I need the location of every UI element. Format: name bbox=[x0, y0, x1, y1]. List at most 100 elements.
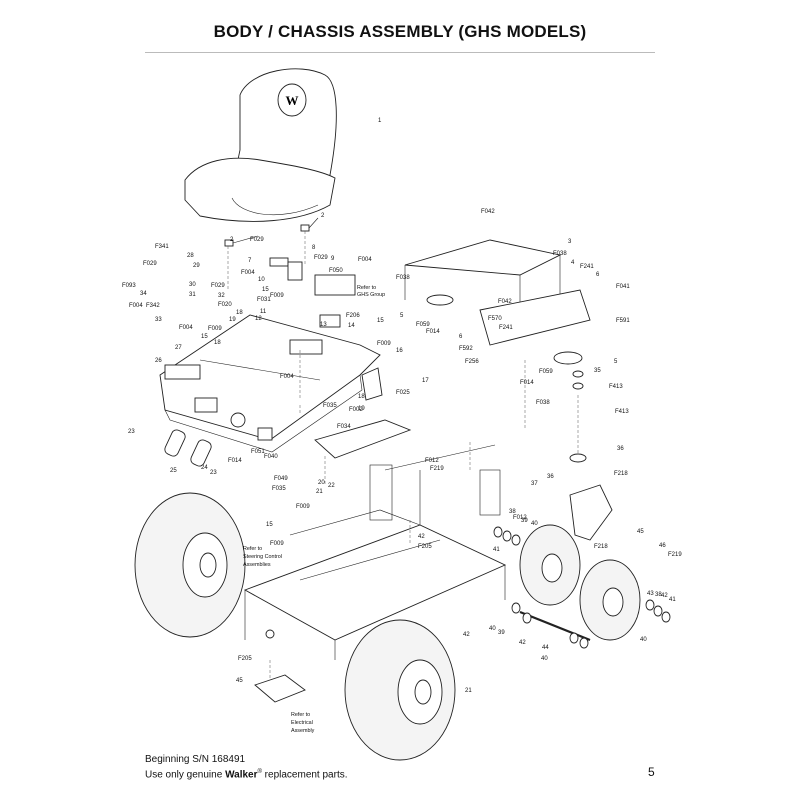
footer-registered-mark: ® bbox=[257, 769, 262, 775]
callout-label: 18 bbox=[236, 310, 243, 316]
footer-prefix: Use only genuine bbox=[145, 769, 226, 781]
callout-label: F014 bbox=[520, 380, 534, 386]
callout-label: 40 bbox=[531, 521, 538, 527]
callout-label: 9 bbox=[331, 256, 335, 262]
callout-label: 14 bbox=[348, 323, 355, 329]
note-electrical-line: Assembly bbox=[291, 728, 315, 734]
callout-label: 2 bbox=[230, 237, 234, 243]
note-steering-line: Assemblies bbox=[243, 562, 271, 568]
callout-label: F029 bbox=[211, 283, 225, 289]
callout-label: F342 bbox=[146, 303, 160, 309]
callout-label: F413 bbox=[609, 384, 623, 390]
footer-brand: Walker bbox=[225, 769, 258, 781]
callout-label: 31 bbox=[189, 292, 196, 298]
title-rule bbox=[145, 52, 655, 53]
callout-label: 42 bbox=[519, 640, 526, 646]
callout-label: F042 bbox=[481, 209, 495, 215]
footer-parts-note: Use only genuine Walker® replacement par… bbox=[145, 766, 348, 781]
note-ghs-line: GHS Group bbox=[357, 292, 385, 298]
callout-label: F034 bbox=[337, 424, 351, 430]
callout-label: F038 bbox=[536, 400, 550, 406]
callout-label: 21 bbox=[316, 489, 323, 495]
note-ghs-line: Refer to bbox=[357, 285, 376, 291]
callout-label: F219 bbox=[430, 466, 444, 472]
callout-label: 11 bbox=[260, 309, 267, 315]
callout-label: F029 bbox=[250, 237, 264, 243]
footer-suffix: replacement parts. bbox=[261, 769, 348, 781]
callout-label: F035 bbox=[272, 486, 286, 492]
callout-label: F059 bbox=[416, 322, 430, 328]
callout-label: 40 bbox=[541, 656, 548, 662]
callout-label: F009 bbox=[377, 341, 391, 347]
callout-label: 38 bbox=[655, 592, 662, 598]
seat-logo-badge bbox=[277, 83, 307, 117]
callout-label: F041 bbox=[616, 284, 630, 290]
callout-label: 8 bbox=[312, 245, 316, 251]
left-drive-tire bbox=[134, 492, 246, 638]
front-caster-wheel-1 bbox=[519, 524, 581, 606]
callout-label: 32 bbox=[218, 293, 225, 299]
callout-label: F009 bbox=[296, 504, 310, 510]
callout-label: F004 bbox=[280, 374, 294, 380]
callout-label: F049 bbox=[274, 476, 288, 482]
callout-label: 22 bbox=[328, 483, 335, 489]
gearbox-frame-illustration bbox=[404, 239, 591, 390]
callout-label: 19 bbox=[358, 406, 365, 412]
callout-label: 21 bbox=[465, 688, 472, 694]
callout-label: 7 bbox=[248, 258, 252, 264]
page-number: 5 bbox=[648, 765, 655, 779]
bearing-stack bbox=[493, 526, 671, 623]
caster-axle bbox=[511, 602, 591, 649]
callout-label: 12 bbox=[255, 316, 262, 322]
callout-label: F035 bbox=[323, 403, 337, 409]
body-panel-illustration bbox=[159, 274, 381, 453]
callout-label: 30 bbox=[189, 282, 196, 288]
callout-label: 2 bbox=[321, 213, 325, 219]
callout-label: 16 bbox=[396, 348, 403, 354]
alignment-lines bbox=[227, 231, 579, 680]
callout-label: F009 bbox=[208, 326, 222, 332]
callout-label: 4 bbox=[571, 260, 575, 266]
callout-label: 3 bbox=[568, 239, 572, 245]
callout-label: F205 bbox=[418, 544, 432, 550]
callout-label: F014 bbox=[228, 458, 242, 464]
callout-label: 39 bbox=[498, 630, 505, 636]
callout-label: F012 bbox=[513, 515, 527, 521]
callout-label: 5 bbox=[400, 313, 404, 319]
note-steering-line: Refer to bbox=[243, 546, 262, 552]
belts bbox=[164, 429, 212, 467]
callout-label: F256 bbox=[465, 359, 479, 365]
callout-label: 36 bbox=[617, 446, 624, 452]
footer-serial: Beginning S/N 168491 bbox=[145, 754, 246, 765]
callout-label: F206 bbox=[346, 313, 360, 319]
callout-label: 23 bbox=[128, 429, 135, 435]
seat-hardware bbox=[224, 217, 319, 281]
callout-label: 6 bbox=[459, 334, 463, 340]
callout-label: F029 bbox=[143, 261, 157, 267]
footer: Beginning S/N 168491 Use only genuine Wa… bbox=[145, 753, 348, 781]
callout-label: F025 bbox=[396, 390, 410, 396]
callout-label: 24 bbox=[201, 465, 208, 471]
callout-label: F009 bbox=[270, 541, 284, 547]
note-electrical-line: Electrical bbox=[291, 720, 313, 726]
callout-label: F012 bbox=[425, 458, 439, 464]
callout-label: 13 bbox=[320, 322, 327, 328]
callout-label: F009 bbox=[270, 293, 284, 299]
callout-label: 19 bbox=[229, 317, 236, 323]
callout-label: 18 bbox=[358, 394, 365, 400]
right-drive-tire bbox=[344, 619, 456, 761]
callout-label: 1 bbox=[378, 118, 382, 124]
callout-label: F241 bbox=[580, 264, 594, 270]
callout-label: F004 bbox=[241, 270, 255, 276]
callout-label: F591 bbox=[616, 318, 630, 324]
callout-label: F059 bbox=[539, 369, 553, 375]
callout-label: F029 bbox=[314, 255, 328, 261]
callout-label: 42 bbox=[661, 593, 668, 599]
note-electrical-line: Refer to bbox=[291, 712, 310, 718]
lower-shroud bbox=[314, 367, 412, 459]
callout-label: 17 bbox=[422, 378, 429, 384]
callout-label: F218 bbox=[594, 544, 608, 550]
callout-label: 44 bbox=[542, 645, 549, 651]
caster-fork bbox=[569, 453, 613, 541]
